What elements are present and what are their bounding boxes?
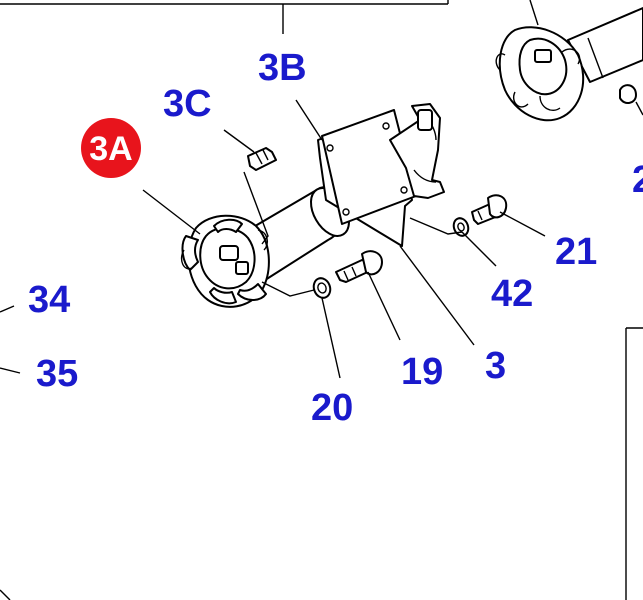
label-34[interactable]: 34 xyxy=(28,279,70,321)
label-3C[interactable]: 3C xyxy=(163,83,212,125)
drive-shaft-assembly xyxy=(180,103,508,308)
label-2-partial[interactable]: 2 xyxy=(632,159,643,201)
upper-right-shaft-assembly xyxy=(495,0,643,122)
callout-3A[interactable]: 3A xyxy=(81,118,141,178)
leader-lines xyxy=(0,99,546,379)
label-20[interactable]: 20 xyxy=(311,387,353,429)
label-35[interactable]: 35 xyxy=(36,353,78,395)
label-42[interactable]: 42 xyxy=(491,273,533,315)
label-19[interactable]: 19 xyxy=(401,351,443,393)
callout-badge xyxy=(81,118,141,178)
label-21[interactable]: 21 xyxy=(555,231,597,273)
label-3[interactable]: 3 xyxy=(485,345,506,387)
callout-label-3A: 3A xyxy=(89,130,132,168)
part-labels: 3B 3C 34 35 21 42 19 3 20 2 xyxy=(28,47,643,429)
label-3B[interactable]: 3B xyxy=(258,47,307,89)
